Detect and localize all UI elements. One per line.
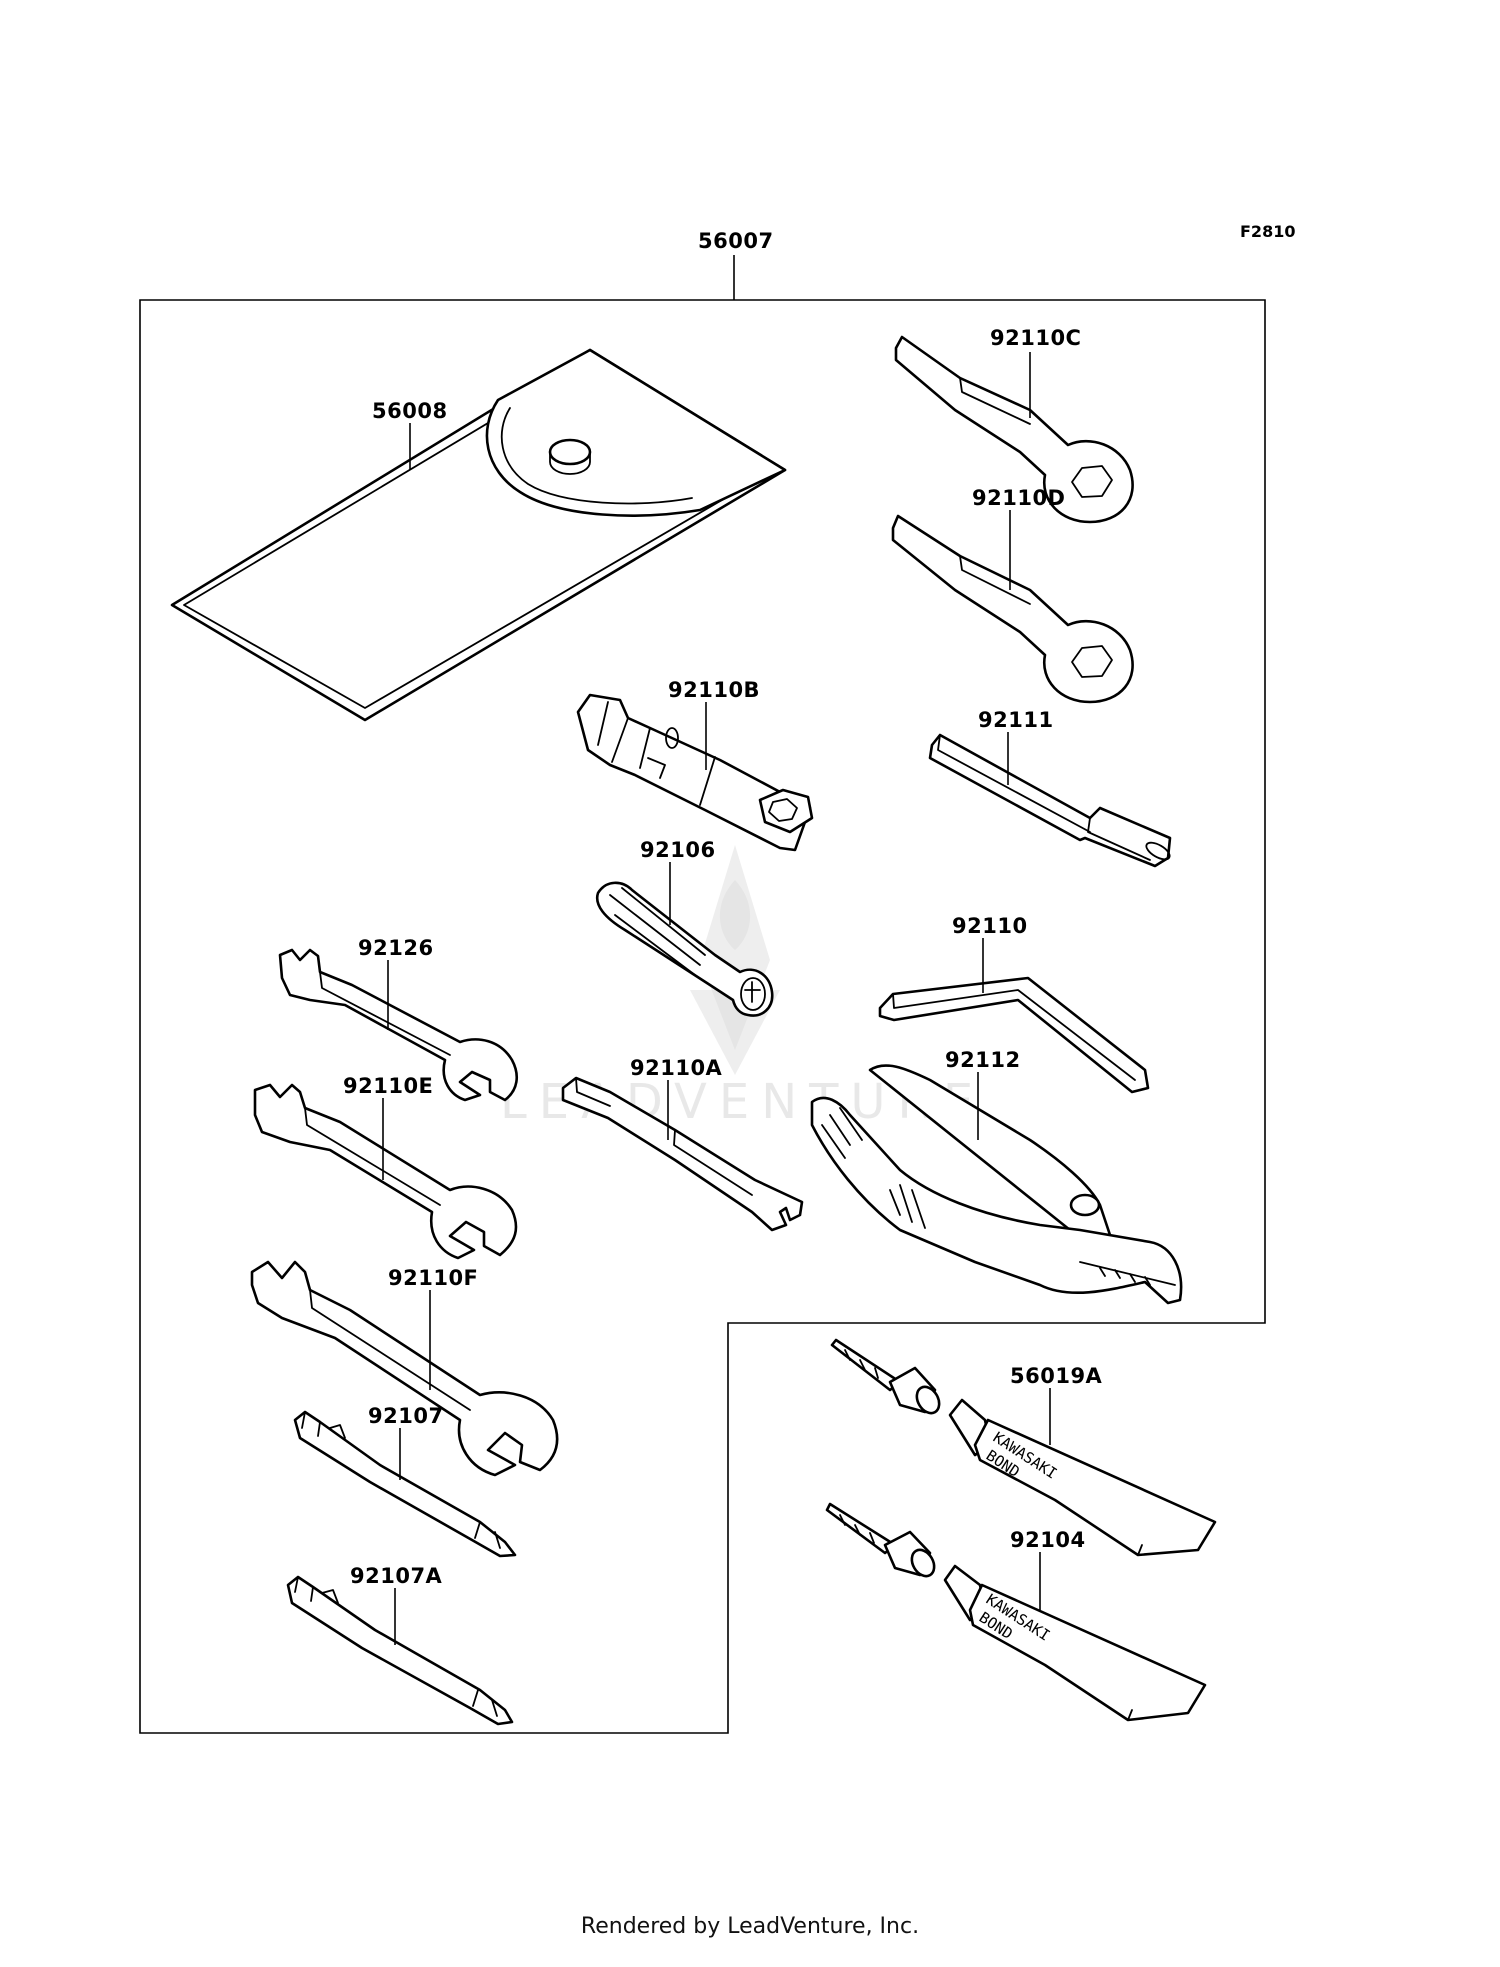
part-92110C[interactable] (894, 335, 1134, 524)
part-92106[interactable] (595, 881, 774, 1017)
label-92126: 92126 (358, 936, 434, 960)
part-92110D[interactable] (891, 514, 1134, 704)
tool-kit-frame (139, 299, 1266, 1734)
label-92107A: 92107A (350, 1564, 443, 1588)
label-92107: 92107 (368, 1404, 444, 1428)
label-92110C: 92110C (990, 326, 1081, 350)
part-92107A[interactable] (286, 1575, 514, 1726)
label-56008: 56008 (372, 399, 448, 423)
label-92110B: 92110B (668, 678, 760, 702)
part-92110A[interactable] (561, 1076, 804, 1232)
part-92107[interactable] (293, 1410, 517, 1558)
label-92110A: 92110A (630, 1056, 723, 1080)
label-92110D: 92110D (972, 486, 1066, 510)
part-92110B[interactable] (576, 693, 814, 852)
figure-code: F2810 (1240, 222, 1295, 241)
label-92106: 92106 (640, 838, 716, 862)
label-56019A: 56019A (1010, 1364, 1103, 1388)
part-92111[interactable] (928, 733, 1172, 868)
footer-credit: Rendered by LeadVenture, Inc. (580, 1914, 920, 1939)
label-92112: 92112 (945, 1048, 1021, 1072)
part-56008[interactable] (170, 348, 787, 722)
part-92126[interactable] (278, 948, 519, 1102)
label-92111: 92111 (978, 708, 1054, 732)
label-56007: 56007 (698, 229, 774, 253)
label-92104: 92104 (1010, 1528, 1086, 1552)
label-92110F: 92110F (388, 1266, 478, 1290)
label-92110: 92110 (952, 914, 1028, 938)
part-92110E[interactable] (253, 1083, 518, 1260)
part-92112[interactable] (810, 1064, 1183, 1305)
part-56019A[interactable]: KAWASAKI BOND (830, 1338, 1217, 1557)
label-92110E: 92110E (343, 1074, 433, 1098)
part-92110F[interactable] (250, 1260, 559, 1477)
part-92110[interactable] (878, 976, 1150, 1094)
